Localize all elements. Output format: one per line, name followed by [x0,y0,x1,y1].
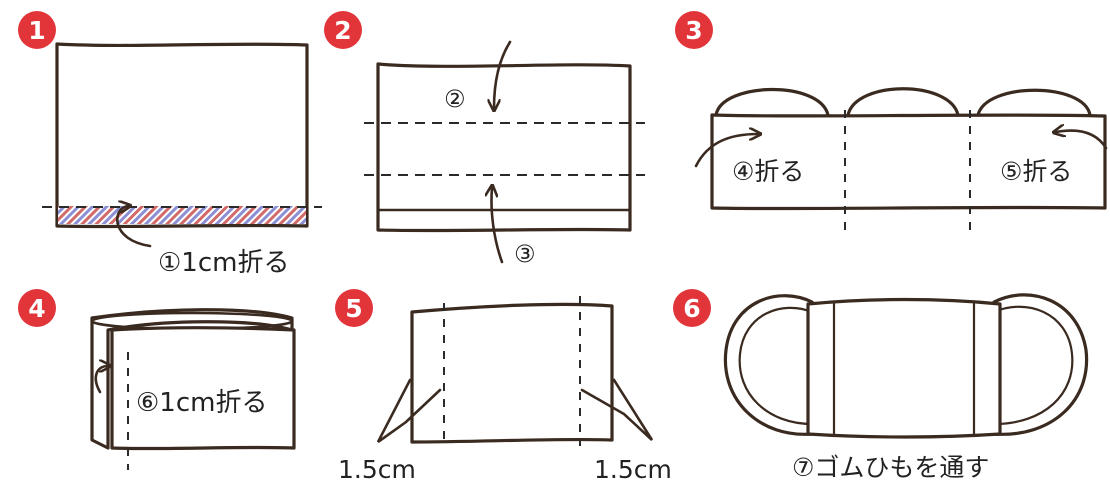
step-3-label-4: ④折る [732,157,804,186]
svg-text:3: 3 [685,16,702,45]
step-1-badge: 1 [18,11,56,49]
step-5-flap-left [376,378,442,444]
step-2-arrow-down [494,40,512,108]
step-6-ear-loop-right-inner [992,305,1074,426]
step-6-ear-loop-left [723,294,814,436]
step-2: 2 ② ③ [324,11,645,268]
svg-text:2: 2 [334,16,351,45]
step-1: 1 ①1cm折る [18,11,322,278]
step-4-fold-arrow [94,366,108,394]
step-2-arrow-up [491,188,504,264]
step-2-fabric [376,62,632,233]
svg-text:5: 5 [345,294,362,323]
step-5-label-right: 1.5cm [594,455,672,484]
step-2-badge: 2 [324,11,362,49]
svg-text:4: 4 [28,294,45,323]
step-4-label: ⑥1cm折る [136,388,267,418]
step-5-fabric [410,302,614,444]
step-5-badge: 5 [335,289,373,327]
step-3: 3 ④折る ⑤折る [675,11,1108,238]
step-1-fabric [55,42,309,229]
step-3-pleat-mid [846,87,960,117]
step-4-badge: 4 [18,289,56,327]
step-6: 6 ⑦ゴムひもを通す [673,289,1089,482]
step-3-badge: 3 [675,11,713,49]
step-1-hem-fold [58,206,306,224]
step-2-label-3: ③ [514,240,536,268]
step-1-fold-arrow [116,206,152,248]
svg-text:6: 6 [683,294,700,323]
step-3-pleat-left [714,87,830,117]
step-4: 4 ⑥1cm折る [18,289,296,470]
step-5: 5 1.5cm 1.5cm [335,289,672,484]
step-3-label-5: ⑤折る [1000,157,1072,186]
step-5-flap-right [580,378,654,441]
step-5-label-left: 1.5cm [338,455,416,484]
step-3-arrow-left [694,134,758,168]
step-1-label: ①1cm折る [158,248,289,278]
svg-text:1: 1 [28,16,45,45]
step-4-front-panel [110,326,296,451]
step-6-ear-loop-left-inner [738,306,814,426]
step-6-label: ⑦ゴムひもを通す [792,453,989,482]
step-6-mask-body [806,297,1002,439]
step-6-badge: 6 [673,289,711,327]
step-3-pleat-right [976,88,1092,117]
step-2-label-2: ② [444,85,466,113]
step-3-fabric [710,113,1107,211]
step-6-ear-loop-right [992,293,1089,436]
step-3-arrow-right [1056,131,1108,150]
